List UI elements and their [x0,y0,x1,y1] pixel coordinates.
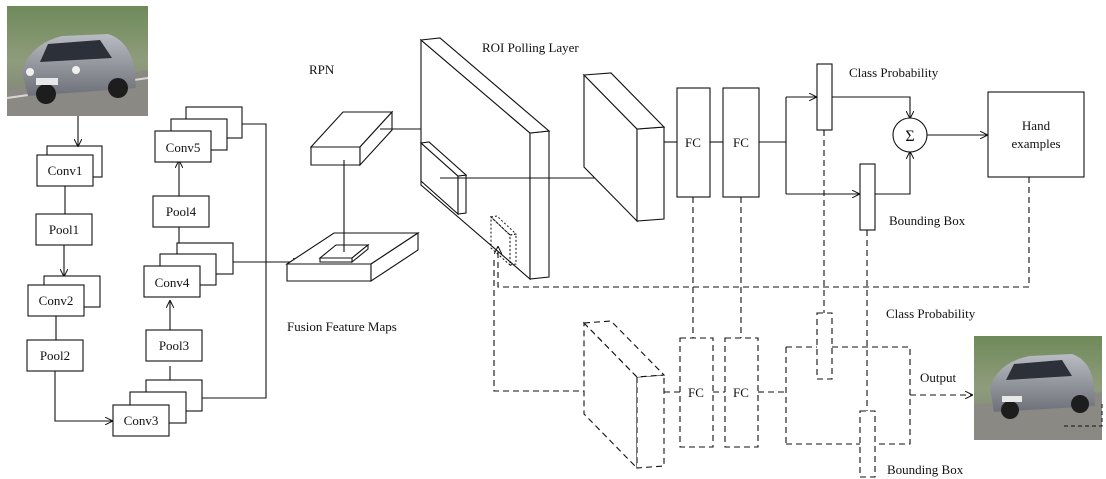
pool3-block: Pool3 [146,330,202,361]
pool2-block: Pool2 [27,340,83,371]
fc2-label: FC [733,135,749,150]
lower-fc1-label: FC [688,385,704,400]
lower-bbox-vector [860,411,875,477]
conv5-label: Conv5 [166,140,201,155]
conv1-label: Conv1 [48,163,83,178]
lower-fc2-block: FC [725,338,758,447]
arrow-class-to-sum [832,97,910,118]
pool4-label: Pool4 [166,204,197,219]
lower-feature-block [584,321,664,468]
rpn-block [311,112,392,165]
conv4-block: Conv4 [144,243,233,297]
rpn-label: RPN [309,62,335,77]
bbox-vector [860,164,875,230]
lower-class-prob-vector [817,313,832,379]
dashed-feedback-hand-to-roi [498,177,1029,287]
sum-symbol: Σ [905,128,914,145]
lower-class-prob-label: Class Probability [886,306,976,321]
fusion-label: Fusion Feature Maps [287,319,397,334]
fc1-label: FC [685,135,701,150]
pool3-label: Pool3 [159,338,189,353]
conv2-block: Conv2 [28,276,100,316]
fusion-feature-maps [287,233,418,281]
input-car-image [7,6,148,116]
conv3-label: Conv3 [124,413,159,428]
conv3-block: Conv3 [113,380,202,436]
conv2-label: Conv2 [39,293,74,308]
arrow-pool2-conv3 [55,371,112,421]
bbox-label: Bounding Box [889,213,966,228]
lower-fc1-block: FC [680,338,713,447]
sum-node: Σ [893,118,927,152]
conv1-block: Conv1 [37,146,102,186]
pool1-label: Pool1 [49,222,79,237]
roi-feature-block [584,73,664,221]
lower-bbox-label: Bounding Box [887,462,964,477]
pool2-label: Pool2 [40,348,70,363]
conv4-label: Conv4 [155,275,190,290]
lower-fc2-label: FC [733,385,749,400]
class-prob-vector [817,64,832,130]
roi-label: ROI Polling Layer [482,40,579,55]
pool1-block: Pool1 [36,214,92,245]
fc1-block: FC [677,88,710,197]
hand-examples-box: Hand examples [988,92,1084,177]
output-car-image [974,336,1102,440]
roi-pooling-layer [421,38,549,279]
fc2-block: FC [723,88,759,197]
pool4-block: Pool4 [153,196,209,227]
output-label: Output [920,370,957,385]
conv5-block: Conv5 [155,107,242,162]
class-prob-label: Class Probability [849,65,939,80]
hand-examples-line1: Hand [1022,118,1051,133]
arrow-bbox-to-sum [875,152,910,194]
hand-examples-line2: examples [1011,136,1060,151]
